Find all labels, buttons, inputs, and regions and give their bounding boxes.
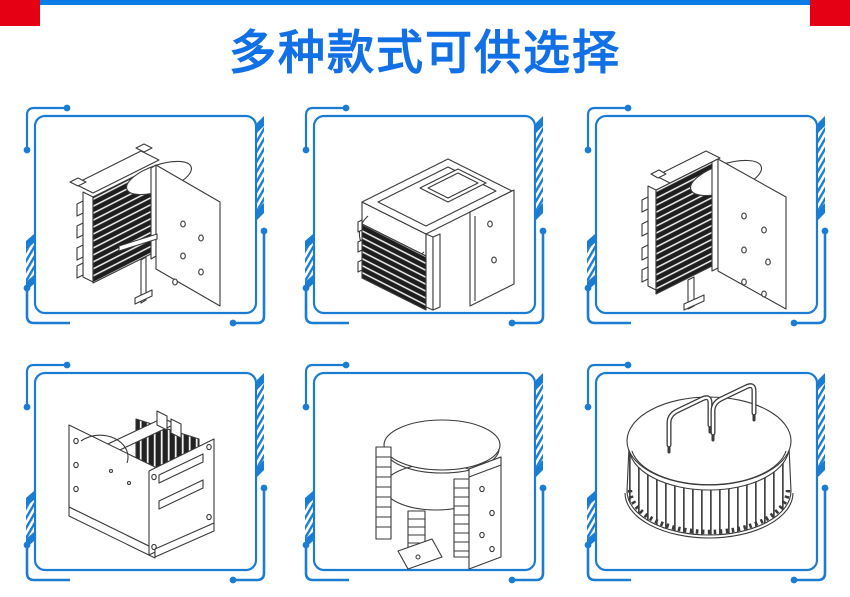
product-panel — [301, 360, 548, 585]
top-border-bar — [0, 0, 850, 5]
page-title: 多种款式可供选择 — [229, 26, 621, 79]
framed-box-heatsink-drawing — [301, 103, 548, 328]
product-panel — [301, 103, 548, 328]
round-drum-heatsink-drawing — [583, 360, 830, 585]
finned-cassette-heatsink-drawing — [22, 103, 269, 328]
open-cage-vertical-fins-drawing — [22, 360, 269, 585]
red-corner-accent-right — [810, 0, 850, 26]
product-panel — [22, 360, 269, 585]
finned-cassette-round-plate-drawing — [583, 103, 830, 328]
red-corner-accent-left — [0, 0, 40, 26]
product-panel — [22, 103, 269, 328]
product-panel — [583, 360, 830, 585]
product-panel — [583, 103, 830, 328]
stacked-wafer-carrier-drawing — [301, 360, 548, 585]
